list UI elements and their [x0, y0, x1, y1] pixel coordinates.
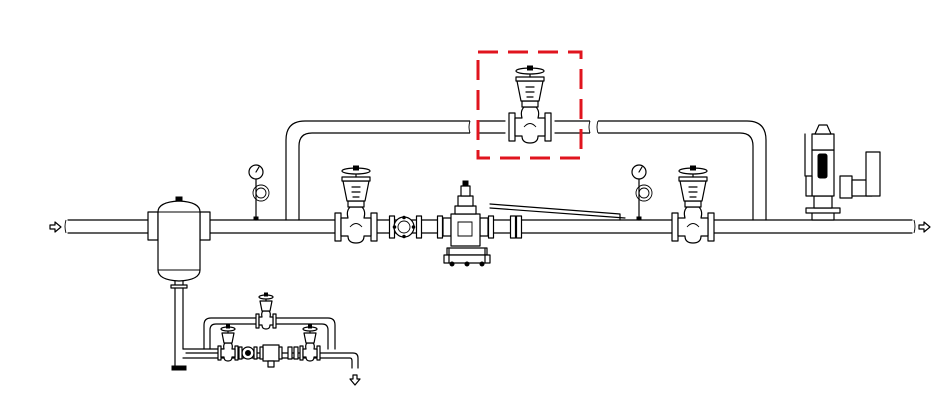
highlight-box: [476, 50, 583, 160]
bypass-globe-valve[interactable]: [508, 65, 552, 144]
drain-arrow-icon: [349, 374, 361, 386]
outlet-globe-valve[interactable]: [671, 165, 715, 244]
upstream-pressure-gauge-icon: [248, 164, 270, 221]
pressure-reducing-valve[interactable]: [436, 180, 495, 267]
outlet-arrow-icon: [918, 221, 931, 233]
bypass-line: [285, 119, 767, 221]
downstream-pressure-gauge-icon: [631, 164, 653, 221]
drain-trap-assembly[interactable]: [182, 292, 359, 369]
strainer[interactable]: [388, 215, 423, 239]
separator-drain-leg: [171, 287, 187, 371]
sensing-line: [489, 203, 621, 221]
safety-relief-valve[interactable]: [804, 124, 881, 221]
inlet-arrow-icon: [49, 221, 62, 233]
inlet-globe-valve[interactable]: [334, 165, 378, 244]
steam-separator[interactable]: [147, 196, 211, 289]
